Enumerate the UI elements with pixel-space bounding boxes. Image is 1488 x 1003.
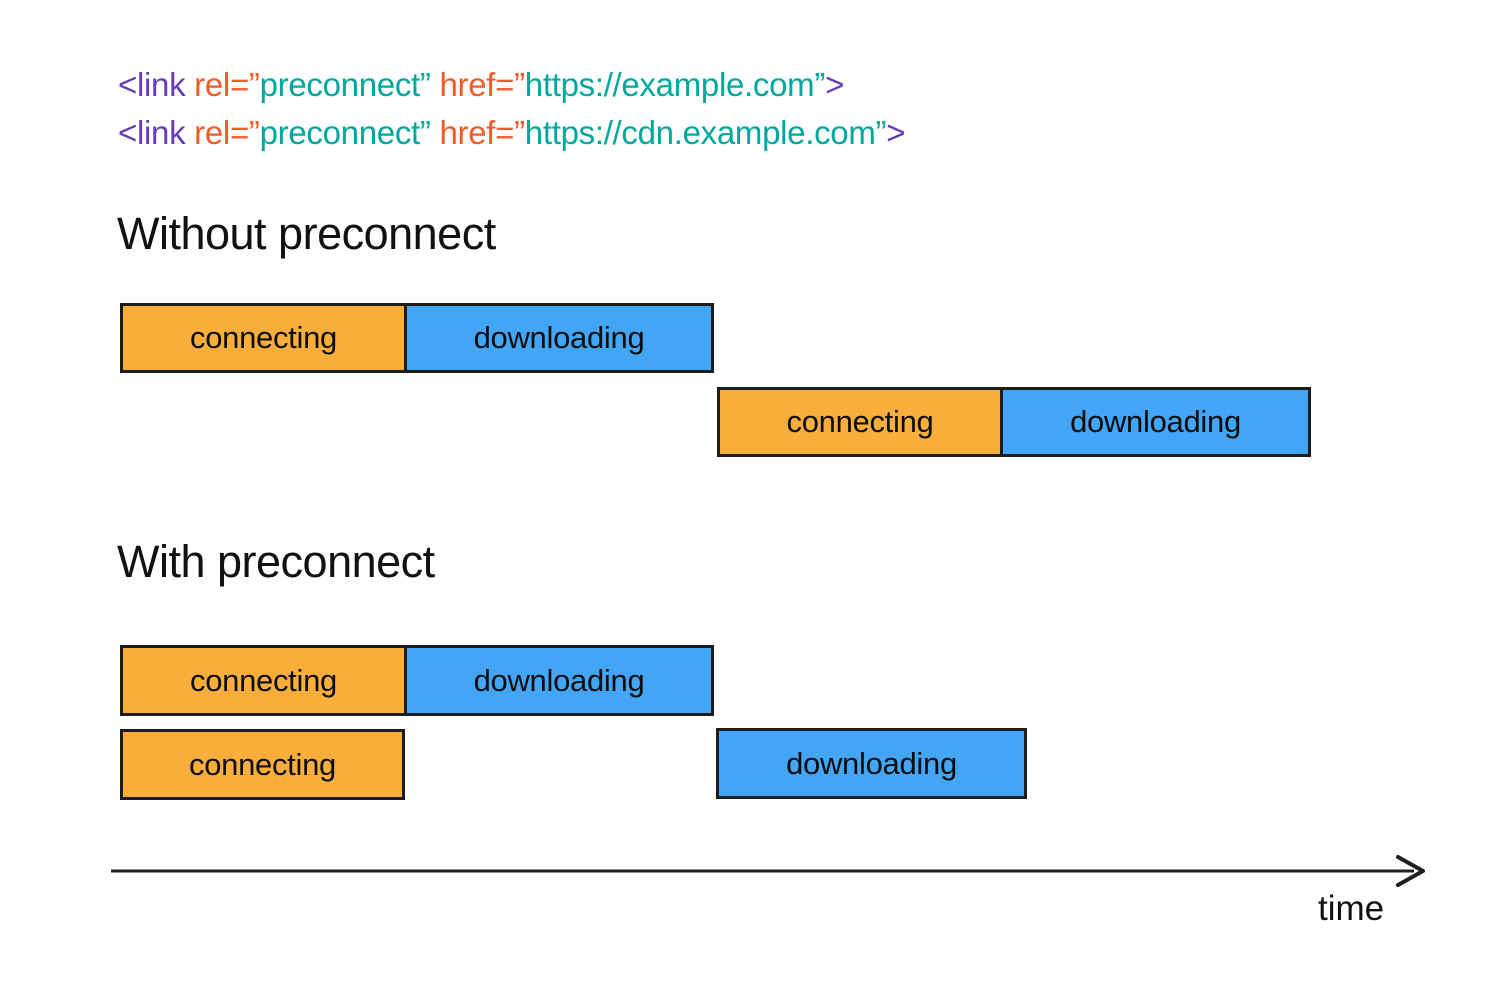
code-token-tag: >: [825, 66, 845, 103]
code-token-tag: <link: [118, 66, 186, 103]
timeline-without-resource2: connecting downloading: [717, 387, 1311, 457]
code-token-tag: >: [886, 114, 906, 151]
arrowhead-icon: [1396, 855, 1425, 887]
connecting-segment: connecting: [123, 648, 404, 713]
code-token-tag: <link: [118, 114, 186, 151]
code-snippet: <link rel=”preconnect” href=”https://exa…: [118, 61, 906, 157]
downloading-segment: downloading: [719, 731, 1024, 796]
time-axis: [111, 855, 1425, 887]
code-token-attribute: rel=”: [185, 114, 260, 151]
time-axis-label: time: [1318, 889, 1385, 928]
connecting-segment: connecting: [123, 306, 404, 370]
code-line-1: <link rel=”preconnect” href=”https://exa…: [118, 61, 905, 109]
code-token-value: https://cdn.example.com”: [524, 114, 887, 151]
downloading-segment: downloading: [404, 648, 711, 713]
code-token-attribute: rel=”: [185, 66, 260, 103]
timeline-with-resource2-downloading: downloading: [716, 728, 1027, 799]
code-token-value: preconnect”: [259, 114, 431, 151]
timeline-with-resource1: connecting downloading: [120, 645, 714, 716]
timeline-without-resource1: connecting downloading: [120, 303, 714, 373]
code-token-value: preconnect”: [259, 66, 431, 103]
code-token-attribute: href=”: [430, 114, 525, 151]
code-line-2: <link rel=”preconnect” href=”https://cdn…: [118, 109, 906, 157]
connecting-segment: connecting: [123, 732, 402, 797]
section-title-without-preconnect: Without preconnect: [117, 208, 496, 259]
code-token-value: https://example.com”: [524, 66, 826, 103]
code-token-attribute: href=”: [430, 66, 525, 103]
timeline-with-resource2-connecting: connecting: [120, 729, 405, 800]
downloading-segment: downloading: [1000, 390, 1308, 454]
downloading-segment: downloading: [404, 306, 711, 370]
connecting-segment: connecting: [720, 390, 1000, 454]
section-title-with-preconnect: With preconnect: [117, 536, 435, 587]
